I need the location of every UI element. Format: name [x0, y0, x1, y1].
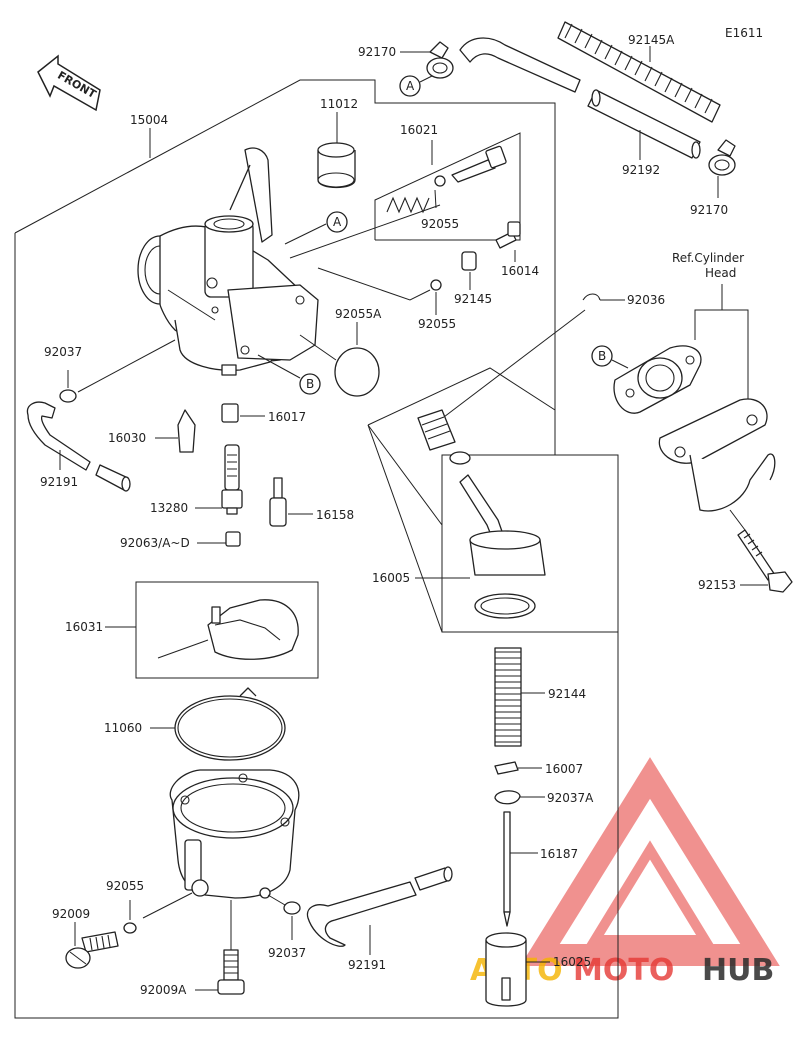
watermark-moto: MOTO — [573, 953, 674, 988]
watermark-logo — [520, 757, 780, 966]
callout-a-label: A — [333, 215, 342, 229]
bolt-92009A — [217, 949, 245, 995]
label-92170-top: 92170 — [358, 45, 396, 59]
clip-16007 — [494, 761, 519, 775]
label-92055A: 92055A — [335, 307, 382, 321]
label-16030: 16030 — [108, 431, 146, 445]
clamp-92170-bottom — [708, 139, 736, 176]
hose-92191-bottom — [306, 881, 417, 947]
label-92037A: 92037A — [547, 791, 594, 805]
label-92191-bottom: 92191 — [348, 958, 386, 972]
label-92055-a: 92055 — [421, 217, 459, 231]
label-92144: 92144 — [548, 687, 586, 701]
hose-92145A — [557, 21, 721, 123]
hose-92192 — [587, 89, 701, 159]
label-16005: 16005 — [372, 571, 410, 585]
label-92036: 92036 — [627, 293, 665, 307]
screw-92009 — [65, 931, 119, 969]
label-92145A: 92145A — [628, 33, 675, 47]
box-16031 — [135, 581, 319, 679]
bolt-92153 — [737, 529, 793, 593]
needle-jet-13280 — [221, 444, 243, 515]
label-92063: 92063/A~D — [120, 536, 190, 550]
float-valve-16030 — [177, 409, 196, 453]
spring-92144 — [494, 647, 522, 747]
label-92055-b: 92055 — [418, 317, 456, 331]
clip-92037A — [494, 790, 521, 805]
label-16021: 16021 — [400, 123, 438, 137]
label-92191-left: 92191 — [40, 475, 78, 489]
ref-label-line2: Head — [705, 266, 736, 280]
label-92009: 92009 — [52, 907, 90, 921]
front-arrow-icon: FRONT — [37, 54, 101, 112]
label-16187: 16187 — [540, 847, 578, 861]
oring-92055A — [334, 347, 380, 397]
throttle-valve-16025 — [485, 932, 527, 1007]
label-92145: 92145 — [454, 292, 492, 306]
label-13280: 13280 — [150, 501, 188, 515]
jet-16158 — [269, 477, 287, 527]
hose-92191-left — [26, 401, 91, 471]
cap-11012 — [317, 142, 356, 189]
screw-16014 — [495, 221, 521, 249]
diagram-code: E1611 — [725, 26, 763, 40]
fuel-cock-16005 — [417, 409, 546, 619]
float-bowl — [169, 769, 300, 899]
callout-b-right-label: B — [598, 349, 606, 363]
label-92170-bottom: 92170 — [690, 203, 728, 217]
intake-manifold — [613, 345, 776, 512]
label-92153: 92153 — [698, 578, 736, 592]
callout-b-circle — [299, 373, 321, 395]
hose-bent-top — [459, 37, 581, 93]
label-16031: 16031 — [65, 620, 103, 634]
label-11060: 11060 — [104, 721, 142, 735]
float-16031 — [157, 599, 299, 660]
gasket-11060 — [174, 695, 286, 761]
label-92037-bottom: 92037 — [268, 946, 306, 960]
box-16005 — [367, 367, 556, 633]
label-92192: 92192 — [622, 163, 660, 177]
clip-92036 — [582, 293, 601, 301]
assembly-outline — [14, 79, 619, 1019]
box-16021 — [374, 132, 521, 241]
jet-92063 — [225, 531, 241, 547]
label-16158: 16158 — [316, 508, 354, 522]
label-16017: 16017 — [268, 410, 306, 424]
callout-b-label: B — [306, 377, 314, 391]
label-92009A: 92009A — [140, 983, 187, 997]
label-16007: 16007 — [545, 762, 583, 776]
ref-label-line1: Ref.Cylinder — [672, 251, 744, 265]
label-15004: 15004 — [130, 113, 168, 127]
carburetor-body — [137, 147, 319, 376]
spring-16021 — [386, 145, 507, 214]
watermark-hub: HUB — [702, 953, 774, 988]
label-16014: 16014 — [501, 264, 539, 278]
label-92055-c: 92055 — [106, 879, 144, 893]
jet-16017 — [221, 403, 239, 423]
clamp-92170-top — [426, 41, 454, 79]
callout-a-top-label: A — [406, 79, 415, 93]
pilot-screw-axis — [289, 204, 441, 259]
label-11012: 11012 — [320, 97, 358, 111]
label-92037-top: 92037 — [44, 345, 82, 359]
callout-a-circle — [326, 211, 348, 233]
label-16025: 16025 — [553, 955, 591, 969]
jet-needle-16187 — [503, 811, 511, 927]
